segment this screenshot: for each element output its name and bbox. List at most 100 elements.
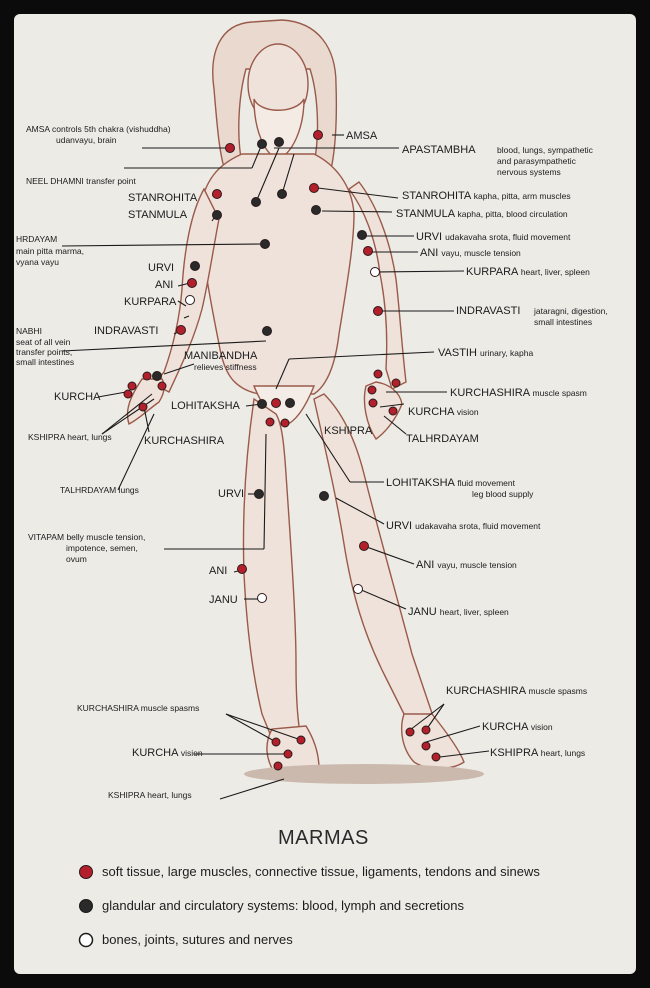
label-kurcha-hand-left: KURCHA	[54, 391, 101, 403]
human-figure	[126, 19, 484, 784]
marma-point-vastih	[271, 398, 281, 408]
label-vitapam-desc3: ovum	[66, 554, 87, 564]
marma-point-neel-dhamni-right	[274, 137, 284, 147]
label-ani-arm-left: ANI	[155, 279, 173, 291]
marma-point-kurchashira-hand-left-2	[157, 381, 167, 391]
marma-point-kurchashira-foot-left-2	[296, 735, 306, 745]
label-kurcha-foot-left: KURCHA vision	[132, 747, 203, 759]
label-stanmula-left: STANMULA	[128, 209, 188, 221]
right-labels: AMSA APASTAMBHA blood, lungs, sympatheti…	[324, 130, 608, 759]
label-apastambha-desc2: and parasympathetic	[497, 156, 577, 166]
label-janu-right: JANU heart, liver, spleen	[408, 606, 509, 618]
label-kshipra-hand-right: KSHIPRA	[324, 425, 373, 437]
marma-point-kurcha-foot-right	[421, 741, 431, 751]
label-amsa-left-desc: udanvayu, brain	[56, 135, 117, 145]
marma-point-kurchashira-hand-right-1	[373, 369, 383, 379]
marma-point-kshipra-hand-left	[123, 389, 133, 399]
label-ani-leg-right: ANI vayu, muscle tension	[416, 559, 517, 571]
label-kurcha-foot-right: KURCHA vision	[482, 721, 553, 733]
label-stanrohita-right: STANROHITA kapha, pitta, arm muscles	[402, 190, 571, 202]
label-hrdayam-desc2: vyana vayu	[16, 257, 59, 267]
label-amsa-right: AMSA	[346, 130, 378, 142]
label-indravasti-right: INDRAVASTI	[456, 305, 520, 317]
left-labels: AMSA controls 5th chakra (vishuddha) uda…	[16, 124, 258, 800]
label-vitapam-desc2: impotence, semen,	[66, 543, 138, 553]
marma-body-diagram: AMSA controls 5th chakra (vishuddha) uda…	[16, 19, 608, 948]
label-neel-dhamni: NEEL DHAMNI transfer point	[26, 176, 136, 186]
label-nabhi-desc1: seat of all vein	[16, 337, 71, 347]
marma-point-ani-leg-right	[359, 541, 369, 551]
label-stanrohita-left: STANROHITA	[128, 192, 198, 204]
label-talhrdayam-right: TALHRDAYAM	[406, 433, 479, 445]
marma-point-kurpara-right	[370, 267, 380, 277]
label-urvi-leg-right: URVI udakavaha srota, fluid movement	[386, 520, 541, 532]
marma-point-apastambha-left	[251, 197, 261, 207]
figure-left-foot	[401, 713, 465, 770]
label-nabhi: NABHI	[16, 326, 42, 336]
marma-point-urvi-arm-right	[357, 230, 367, 240]
label-apastambha: APASTAMBHA	[402, 144, 476, 156]
marma-point-urvi-leg-left	[254, 489, 264, 499]
marma-point-talhrdayam-hand-right	[388, 406, 398, 416]
label-vastih: VASTIH urinary, kapha	[438, 347, 533, 359]
label-indravasti-left: INDRAVASTI	[94, 325, 158, 337]
legend: soft tissue, large muscles, connective t…	[78, 864, 540, 948]
label-janu-left: JANU	[209, 594, 238, 606]
marma-point-janu-right	[353, 584, 363, 594]
marma-point-apastambha-right	[277, 189, 287, 199]
label-lohitaksha-right: LOHITAKSHA fluid movement	[386, 477, 516, 489]
label-stanmula-right: STANMULA kapha, pitta, blood circulation	[396, 208, 568, 220]
marma-point-kurcha-hand-right	[368, 398, 378, 408]
label-kurpara-right: KURPARA heart, liver, spleen	[466, 266, 590, 278]
marma-point-kurcha-foot-left	[283, 749, 293, 759]
label-kshipra-foot-left: KSHIPRA heart, lungs	[108, 790, 192, 800]
figure-right-leg	[242, 397, 307, 760]
figure-hair	[212, 19, 338, 176]
marma-point-stanrohita-right	[309, 183, 319, 193]
label-kshipra-foot-right: KSHIPRA heart, lungs	[490, 747, 585, 759]
marma-point-indravasti-left	[176, 325, 186, 335]
marma-point-kshipra-foot-right	[431, 752, 441, 762]
figure-shadow	[244, 764, 484, 784]
label-lohitaksha-left: LOHITAKSHA	[171, 400, 241, 412]
marma-point-talhrdayam-hand-left	[138, 402, 148, 412]
label-kurpara-left: KURPARA	[124, 296, 177, 308]
label-nabhi-desc2: transfer points,	[16, 347, 72, 357]
label-kurchashira-hand-left: KURCHASHIRA	[144, 435, 225, 447]
label-talhrdayam-left: TALHRDAYAM lungs	[60, 485, 139, 495]
marma-point-kurchashira-hand-left-1	[142, 371, 152, 381]
label-lohitaksha-right-desc2: leg blood supply	[472, 489, 534, 499]
marma-point-kshipra-hand-right	[367, 385, 377, 395]
marma-point-lohitaksha-left	[265, 417, 275, 427]
marma-point-kurchashira-foot-right-1	[405, 727, 415, 737]
legend-swatch-bones	[78, 932, 94, 948]
marma-point-urvi-arm-left	[190, 261, 200, 271]
marma-point-kurpara-left	[185, 295, 195, 305]
marma-point-stanmula-right	[311, 205, 321, 215]
label-amsa-left: AMSA controls 5th chakra (vishuddha)	[26, 124, 171, 134]
marma-point-kurchashira-foot-right-2	[421, 725, 431, 735]
marma-point-ani-arm-right	[363, 246, 373, 256]
label-vitapam: VITAPAM belly muscle tension,	[28, 532, 145, 542]
label-hrdayam-desc1: main pitta marma,	[16, 246, 84, 256]
legend-swatch-soft-tissue	[79, 865, 93, 879]
legend-text-soft-tissue: soft tissue, large muscles, connective t…	[102, 864, 540, 879]
marma-point-lohitaksha-right	[280, 418, 290, 428]
label-kurchashira-hand-right: KURCHASHIRA muscle spasm	[450, 387, 587, 399]
marma-points	[123, 130, 441, 771]
label-urvi-leg-left: URVI	[218, 488, 244, 500]
marma-point-nabhi	[262, 326, 272, 336]
marma-point-kurchashira-foot-left-1	[271, 737, 281, 747]
label-indravasti-right-desc2: small intestines	[534, 317, 592, 327]
label-kurchashira-foot-right: KURCHASHIRA muscle spasms	[446, 685, 587, 697]
label-urvi-arm-right: URVI udakavaha srota, fluid movement	[416, 231, 571, 243]
label-ani-leg-left: ANI	[209, 565, 227, 577]
legend-swatch-glandular	[79, 899, 93, 913]
marma-point-ani-leg-left	[237, 564, 247, 574]
label-ani-arm-right: ANI vayu, muscle tension	[420, 247, 521, 259]
label-urvi-arm-left: URVI	[148, 262, 174, 274]
marma-point-janu-left	[257, 593, 267, 603]
marma-point-stanmula-left	[212, 210, 222, 220]
marma-point-kurchashira-hand-right-2	[391, 378, 401, 388]
legend-text-bones: bones, joints, sutures and nerves	[102, 932, 293, 947]
